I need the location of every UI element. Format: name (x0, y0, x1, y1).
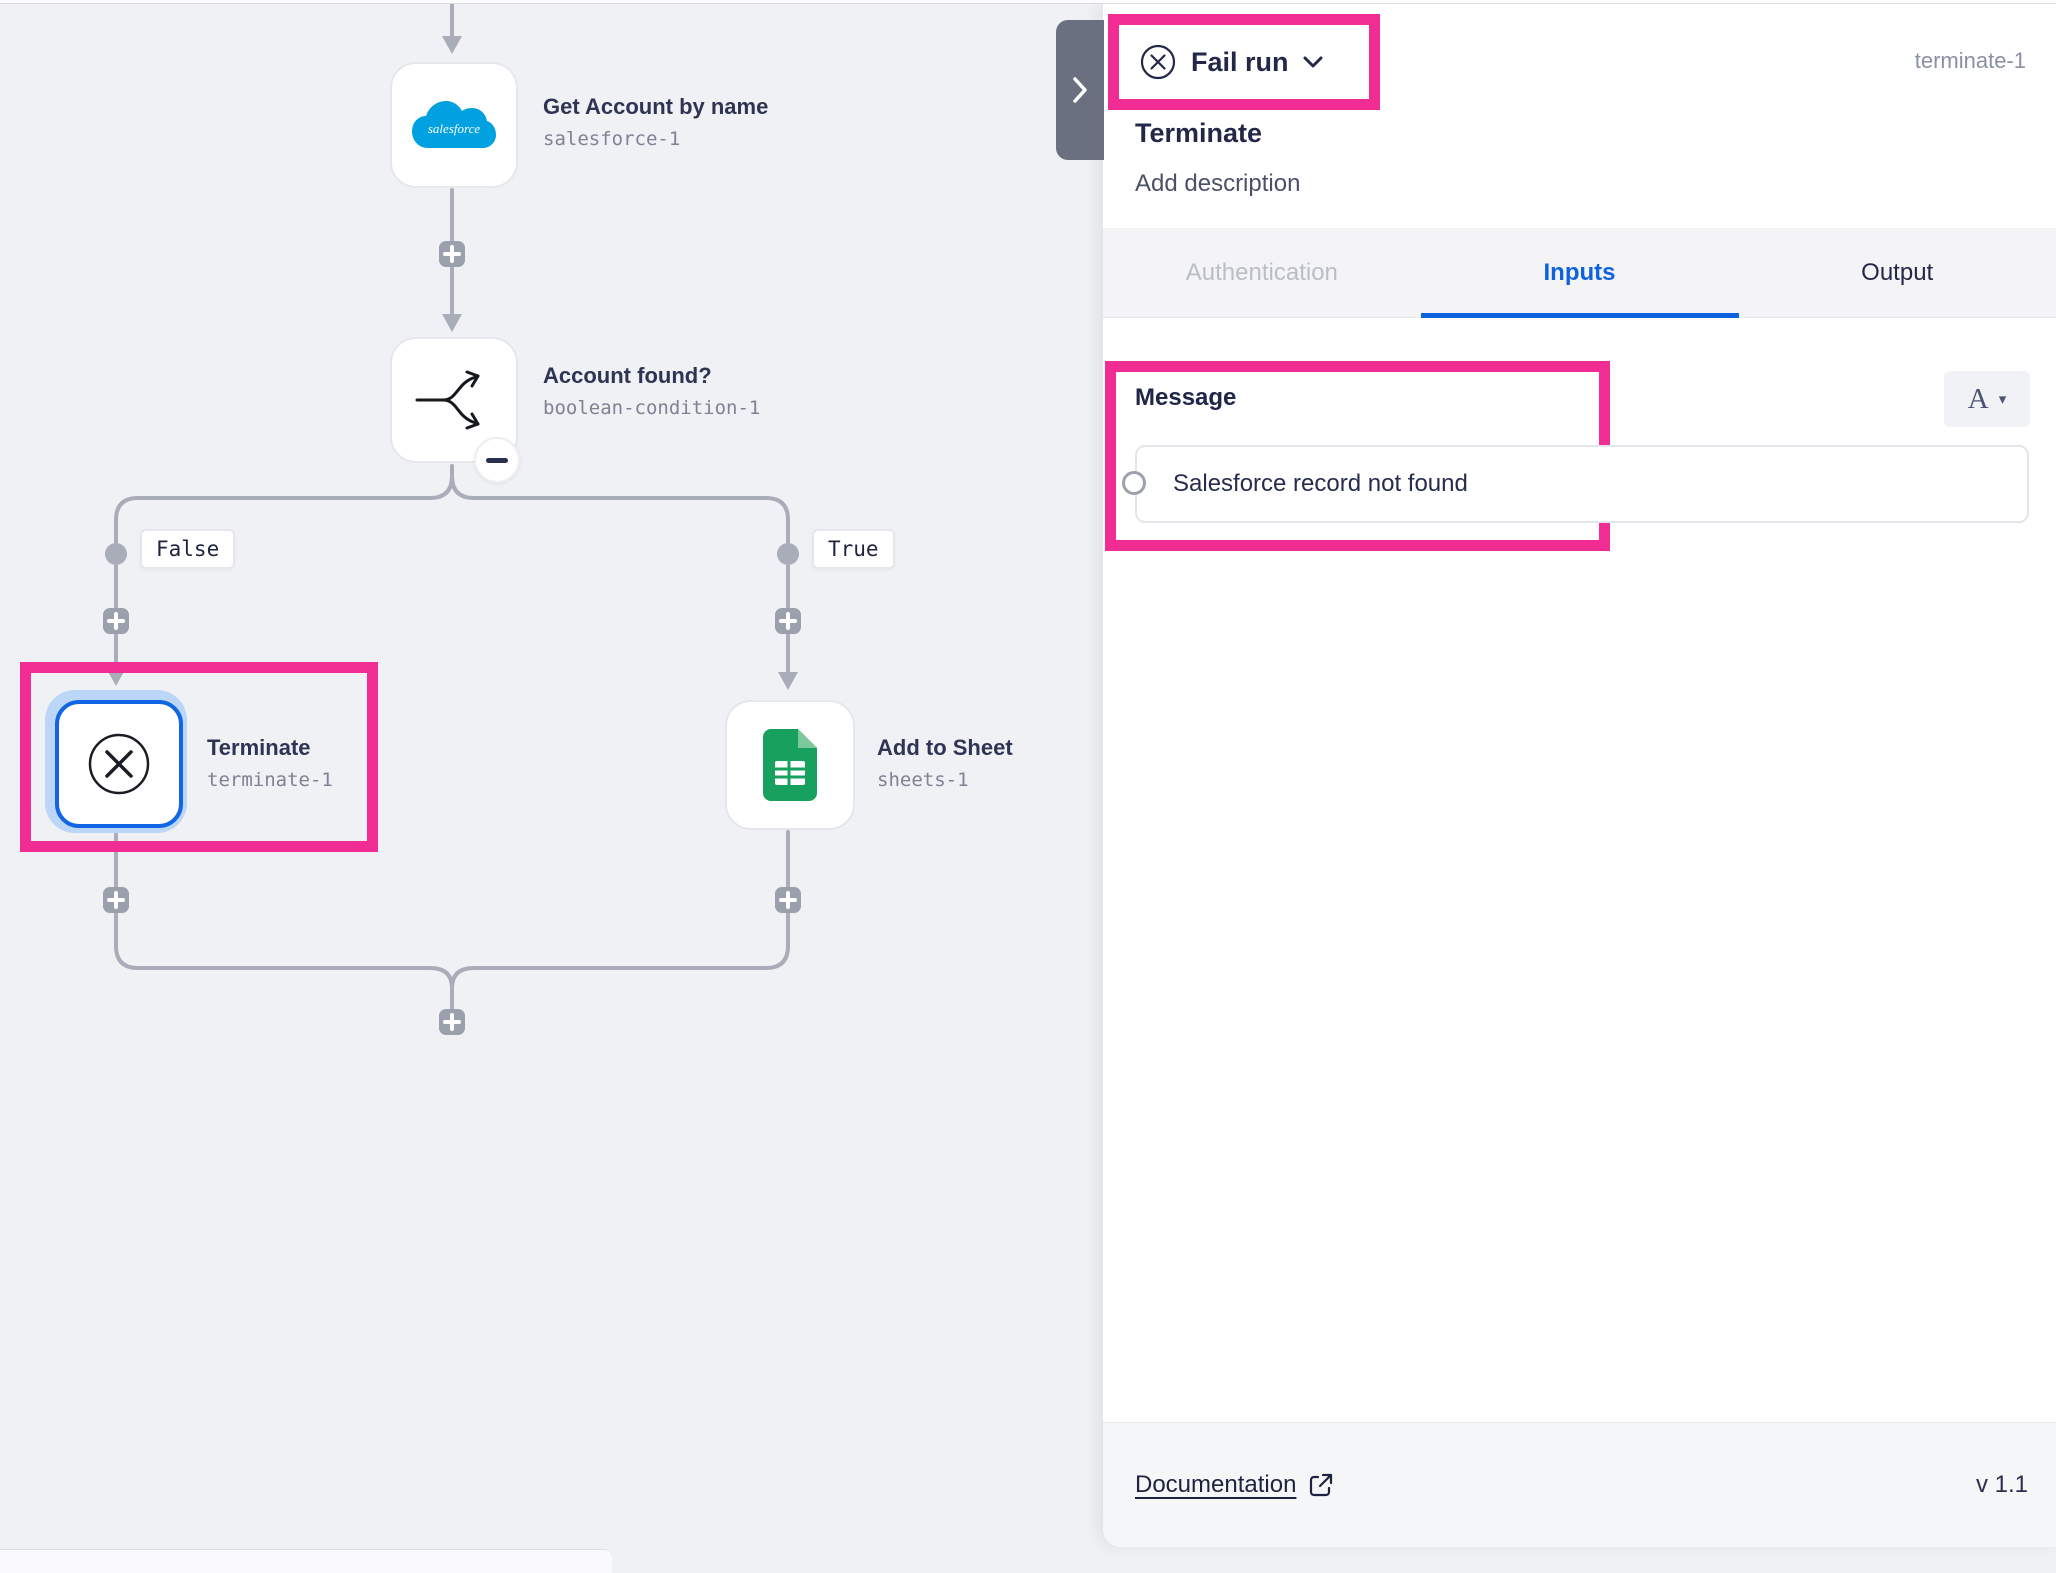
google-sheets-icon (763, 729, 817, 801)
connector-lines (105, 0, 799, 1010)
message-value: Salesforce record not found (1173, 470, 1468, 497)
chevron-down-icon (1303, 56, 1323, 68)
active-tab-underline (1421, 313, 1739, 318)
window-bottom-edge (0, 1549, 612, 1573)
collapse-branch-button[interactable] (474, 437, 520, 483)
variable-drag-handle[interactable] (1122, 471, 1146, 495)
panel-footer: Documentation v 1.1 (1103, 1422, 2056, 1547)
documentation-link[interactable]: Documentation (1135, 1471, 1334, 1499)
font-icon: A (1967, 382, 1989, 415)
node-title: Terminate (207, 735, 311, 760)
message-input[interactable]: Salesforce record not found (1135, 445, 2029, 523)
salesforce-icon: salesforce (412, 101, 496, 148)
add-step-button[interactable] (439, 241, 465, 267)
annotation-box-fail-run (1108, 14, 1380, 110)
node-subtitle: salesforce-1 (543, 128, 681, 150)
add-step-button[interactable] (103, 608, 129, 634)
node-get-account[interactable]: salesforce (390, 62, 518, 188)
branch-label-true: True (812, 529, 895, 569)
add-step-button[interactable] (103, 887, 129, 913)
step-id-label: terminate-1 (1914, 48, 2026, 73)
tab-authentication[interactable]: Authentication (1185, 258, 1338, 286)
annotation-box-terminate (20, 662, 378, 852)
node-subtitle: sheets-1 (877, 769, 969, 791)
chevron-right-icon (1073, 77, 1087, 103)
step-title: Terminate (1135, 118, 1263, 148)
branch-label-false: False (140, 529, 236, 569)
caret-down-icon: ▾ (1998, 391, 2007, 408)
svg-text:salesforce: salesforce (428, 121, 480, 136)
node-title: Account found? (543, 363, 712, 388)
add-step-button[interactable] (775, 887, 801, 913)
plus-icon (779, 612, 797, 630)
version-label: v 1.1 (1975, 1471, 2028, 1498)
action-type-selector[interactable]: Fail run (1119, 25, 1369, 99)
external-link-icon (1310, 1473, 1333, 1497)
add-step-button[interactable] (439, 1009, 465, 1035)
plus-icon (107, 612, 125, 630)
action-type-label: Fail run (1191, 46, 1289, 77)
node-title: Get Account by name (543, 94, 769, 119)
plus-icon (107, 891, 125, 909)
node-subtitle: terminate-1 (207, 769, 333, 791)
documentation-label: Documentation (1135, 1471, 1297, 1498)
message-field-label: Message (1135, 384, 1237, 411)
window-top-edge (0, 0, 2056, 4)
workflow-canvas[interactable]: salesforce Get Account by name salesforc… (0, 0, 1103, 1572)
tab-output[interactable]: Output (1861, 258, 1934, 286)
plus-icon (443, 245, 461, 263)
terminate-icon (88, 733, 150, 795)
text-format-dropdown[interactable]: A ▾ (1944, 371, 2030, 427)
node-add-to-sheet[interactable] (725, 700, 855, 830)
branch-icon (415, 370, 480, 430)
tab-inputs[interactable]: Inputs (1543, 258, 1616, 286)
node-title: Add to Sheet (877, 735, 1013, 760)
node-subtitle: boolean-condition-1 (543, 397, 761, 419)
fail-run-icon (1140, 44, 1176, 80)
node-terminate[interactable] (55, 700, 183, 828)
minus-icon (486, 457, 508, 463)
plus-icon (443, 1013, 461, 1031)
step-description-placeholder[interactable]: Add description (1135, 170, 1301, 197)
panel-tabs: Authentication Inputs Output (1103, 228, 2056, 318)
collapse-panel-button[interactable] (1056, 20, 1104, 160)
plus-icon (779, 891, 797, 909)
add-step-button[interactable] (775, 608, 801, 634)
